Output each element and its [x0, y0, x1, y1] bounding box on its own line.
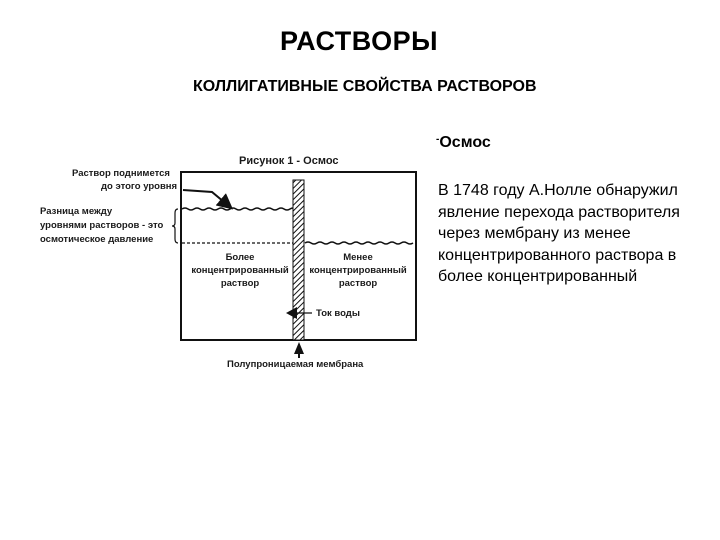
- rise-leader-arrow: [182, 189, 234, 210]
- water-flow-arrow-icon: [286, 307, 297, 319]
- left-compartment-line1: Более: [226, 252, 255, 263]
- heading-prefix: -: [436, 134, 440, 145]
- flow-label: Ток воды: [316, 308, 360, 319]
- label-rise-line2: до этого уровня: [101, 181, 177, 192]
- heading-text: Осмос: [439, 134, 491, 151]
- membrane-pointer-icon: [294, 342, 304, 354]
- left-compartment-line3: раствор: [221, 278, 260, 289]
- label-diff-line1: Разница между: [40, 206, 113, 217]
- label-rise-line1: Раствор поднимется: [72, 168, 170, 179]
- section-heading: -Осмос: [436, 134, 491, 152]
- membrane-label: Полупроницаемая мембрана: [227, 359, 364, 370]
- semipermeable-membrane: [292, 179, 305, 341]
- section-body-text: В 1748 году А.Нолле обнаружил явление пе…: [438, 182, 680, 285]
- slide-title: РАСТВОРЫ: [280, 26, 439, 56]
- left-solution-level: [181, 207, 297, 211]
- slide-subtitle: КОЛЛИГАТИВНЫЕ СВОЙСТВА РАСТВОРОВ: [193, 78, 537, 95]
- right-compartment-line1: Менее: [343, 252, 373, 263]
- pressure-brace: [171, 208, 179, 244]
- right-solution-level: [304, 241, 414, 245]
- left-compartment-line2: концентрированный: [191, 265, 289, 276]
- right-compartment-line3: раствор: [339, 278, 378, 289]
- label-diff-line2: уровнями растворов - это: [40, 220, 163, 231]
- diagram-caption: Рисунок 1 - Осмос: [239, 155, 339, 167]
- label-diff-line3: осмотическое давление: [40, 234, 153, 245]
- right-compartment-line2: концентрированный: [309, 265, 407, 276]
